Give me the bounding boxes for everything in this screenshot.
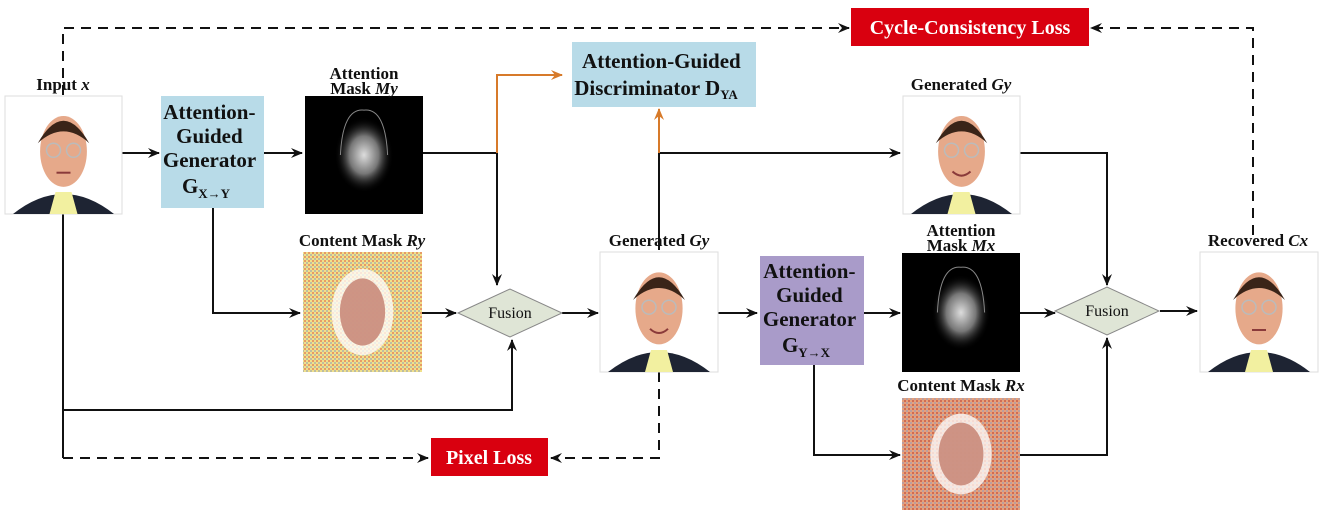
content-mask-rx-label: Content Mask Rx <box>897 376 1025 395</box>
cycle-loss-box <box>851 8 1089 46</box>
input-x-image <box>4 95 123 215</box>
discriminator-label: Attention-Guided Discriminator DYA <box>574 49 746 102</box>
recovered-cx-label: Recovered Cx <box>1208 231 1309 250</box>
fusion-label-2: Fusion <box>1085 303 1129 320</box>
pixel-loss-box <box>431 438 548 476</box>
discriminator-box <box>572 42 756 107</box>
pixel-loss-label: Pixel Loss <box>446 447 532 469</box>
attention-mask-mx-label-line2: Mask Mx <box>927 236 996 255</box>
mask-my-to-discriminator-arrow <box>496 70 563 153</box>
cycle-loss-link-from-recovered <box>1090 23 1254 235</box>
input-x-label: Input x <box>36 75 90 94</box>
discriminator-connectors <box>496 70 664 153</box>
generator-xy-label: Attention- Guided Generator GX→Y <box>163 100 261 201</box>
input-to-fusion-arrow <box>63 339 517 411</box>
fusion-diamond-2 <box>1053 286 1161 336</box>
generated-gy-top-image <box>902 95 1021 215</box>
fusion-label-1: Fusion <box>488 305 532 322</box>
generator-yx-box <box>760 256 864 365</box>
generated-gy-label: Generated Gy <box>609 231 710 250</box>
content-mask-rx-image <box>902 398 1020 510</box>
generator-to-content-ry-arrow <box>212 208 301 318</box>
generated-gy-top-label: Generated Gy <box>911 75 1012 94</box>
generator-yx-to-content-rx-arrow <box>813 365 901 460</box>
connectors <box>62 23 1254 463</box>
cycle-loss-link-from-input <box>62 23 850 95</box>
generator-xy-box <box>161 96 264 208</box>
mask-my-to-fusion-arrow <box>423 152 502 286</box>
attention-mask-my-image <box>305 96 423 214</box>
generated-gy-image <box>599 251 719 373</box>
attention-mask-my-label-line1: Attention <box>330 64 399 83</box>
content-mask-ry-image <box>303 252 422 372</box>
attention-mask-mx-label-line1: Attention <box>927 221 996 240</box>
fusion-diamond-1 <box>456 288 564 338</box>
cycle-loss-label: Cycle-Consistency Loss <box>870 17 1071 39</box>
generator-yx-label: Attention- Guided Generator GY→X <box>763 259 861 360</box>
generated-gy-to-fusion-arrow <box>1020 152 1112 286</box>
gy-to-pixel-loss-arrow <box>550 372 660 463</box>
attention-mask-mx-image <box>902 253 1020 372</box>
content-mask-ry-label: Content Mask Ry <box>299 231 426 250</box>
attention-mask-my-label-line2: Mask My <box>330 79 398 98</box>
recovered-cx-image <box>1199 251 1319 373</box>
content-rx-to-fusion-arrow <box>1020 337 1112 456</box>
